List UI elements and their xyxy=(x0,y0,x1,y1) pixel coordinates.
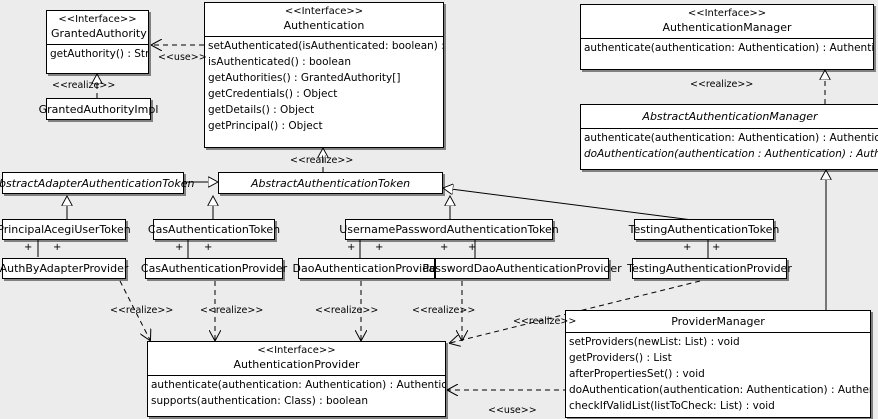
class-operations: getAuthority() : String xyxy=(47,45,148,63)
class-name: CasAuthenticationToken xyxy=(147,223,281,236)
class-box-authentication[interactable]: <<Interface>> Authentication setAuthenti… xyxy=(204,2,444,148)
operation: checkIfValidList(listToCheck: List) : vo… xyxy=(569,400,775,412)
edge-label-realize-dao-provider: <<realize>> xyxy=(315,305,379,316)
class-box-authentication-manager[interactable]: <<Interface>> AuthenticationManager auth… xyxy=(580,4,874,70)
class-stereotype: <<Interface>> xyxy=(687,8,767,19)
class-stereotype: <<Interface>> xyxy=(257,345,336,356)
operation: getPrincipal() : Object xyxy=(208,120,323,132)
edge-label-realize-password-dao-provider: <<realize>> xyxy=(412,305,476,316)
edge-label-realize-granted-authority-impl: <<realize>> xyxy=(52,80,116,91)
class-box-testing-authentication-provider[interactable]: TestingAuthenticationProvider xyxy=(627,258,792,279)
class-box-auth-by-adapter-provider[interactable]: AuthByAdapterProvider xyxy=(0,258,128,279)
class-operations: authenticate(authentication: Authenticat… xyxy=(581,129,878,163)
edge-label-realize-abstract-authentication-manager: <<realize>> xyxy=(690,79,754,90)
association-marker-plus: + xyxy=(375,242,384,253)
operation: setProviders(newList: List) : void xyxy=(569,336,740,348)
class-box-abstract-adapter-authentication-token[interactable]: AbstractAdapterAuthenticationToken xyxy=(0,172,194,194)
class-name: CasAuthenticationProvider xyxy=(140,262,288,275)
class-box-provider-manager[interactable]: ProviderManager setProviders(newList: Li… xyxy=(565,310,871,418)
operation: getProviders() : List xyxy=(569,352,672,364)
class-name: TestingAuthenticationProvider xyxy=(627,262,792,275)
class-box-principal-acegi-user-token[interactable]: PrincipalAcegiUserToken xyxy=(0,219,131,240)
class-name: Authentication xyxy=(283,19,365,32)
operation: isAuthenticated() : boolean xyxy=(208,56,351,68)
association-marker-plus: + xyxy=(347,242,356,253)
operation: getAuthorities() : GrantedAuthority[] xyxy=(208,72,401,84)
operation: setAuthenticated(isAuthenticated: boolea… xyxy=(208,40,443,52)
operation: authenticate(authentication: Authenticat… xyxy=(584,132,878,144)
class-name: AuthByAdapterProvider xyxy=(0,262,129,275)
class-name: TestingAuthenticationToken xyxy=(628,223,780,236)
class-header: <<Interface>> GrantedAuthority xyxy=(47,11,148,45)
operation: getCredentials() : Object xyxy=(208,88,338,100)
class-name: DaoAuthenticationProvider xyxy=(292,262,441,275)
class-operations: setProviders(newList: List) : void getPr… xyxy=(566,333,870,415)
edge-label-realize-auth-by-adapter: <<realize>> xyxy=(110,305,174,316)
class-header: ProviderManager xyxy=(566,311,870,333)
class-operations: setAuthenticated(isAuthenticated: boolea… xyxy=(205,37,443,135)
class-box-testing-authentication-token[interactable]: TestingAuthenticationToken xyxy=(629,219,779,240)
edge-label-use-provider-manager: <<use>> xyxy=(488,405,537,416)
operation: supports(authentication: Class) : boolea… xyxy=(151,395,368,407)
class-box-password-dao-authentication-provider[interactable]: PasswordDaoAuthenticationProvider xyxy=(422,258,622,279)
operation: afterPropertiesSet() : void xyxy=(569,368,705,380)
class-operations: authenticate(authentication: Authenticat… xyxy=(148,376,445,410)
class-name: ProviderManager xyxy=(671,315,765,328)
class-name: AbstractAuthenticationToken xyxy=(250,176,411,190)
class-box-cas-authentication-token[interactable]: CasAuthenticationToken xyxy=(148,219,280,240)
class-stereotype: <<Interface>> xyxy=(58,14,137,25)
class-header: <<Interface>> AuthenticationManager xyxy=(581,5,873,39)
operation: getDetails() : Object xyxy=(208,104,315,116)
association-marker-plus: + xyxy=(175,242,184,253)
association-marker-plus: + xyxy=(24,242,33,253)
operation: doAuthentication(authentication : Authen… xyxy=(584,148,878,160)
operation: doAuthentication(authentication: Authent… xyxy=(569,384,870,396)
class-box-username-password-authentication-token[interactable]: UsernamePasswordAuthenticationToken xyxy=(339,219,559,240)
class-operations: authenticate(authentication: Authenticat… xyxy=(581,39,873,57)
class-header: <<Interface>> Authentication xyxy=(205,3,443,37)
association-marker-plus: + xyxy=(440,242,449,253)
class-box-dao-authentication-provider[interactable]: DaoAuthenticationProvider xyxy=(293,258,441,279)
class-box-granted-authority-impl[interactable]: GrantedAuthorityImpl xyxy=(39,98,158,120)
class-box-granted-authority[interactable]: <<Interface>> GrantedAuthority getAuthor… xyxy=(46,10,149,74)
edge-label-realize-provider-manager: <<realize>> xyxy=(513,316,577,327)
association-marker-plus: + xyxy=(468,242,477,253)
class-box-cas-authentication-provider[interactable]: CasAuthenticationProvider xyxy=(141,258,287,279)
association-marker-plus: + xyxy=(683,242,692,253)
operation: authenticate(authentication: Authenticat… xyxy=(151,379,445,391)
association-marker-plus: + xyxy=(712,242,721,253)
class-box-authentication-provider[interactable]: <<Interface>> AuthenticationProvider aut… xyxy=(147,341,446,417)
class-name: AbstractAdapterAuthenticationToken xyxy=(0,176,195,190)
association-marker-plus: + xyxy=(204,242,213,253)
operation: getAuthority() : String xyxy=(50,48,148,60)
class-box-abstract-authentication-token[interactable]: AbstractAuthenticationToken xyxy=(218,172,443,194)
class-name: GrantedAuthorityImpl xyxy=(38,102,159,116)
association-marker-plus: + xyxy=(53,242,62,253)
class-name: AuthenticationProvider xyxy=(233,358,360,371)
class-name: PrincipalAcegiUserToken xyxy=(0,223,131,236)
operation: authenticate(authentication: Authenticat… xyxy=(584,42,873,54)
class-name: AbstractAuthenticationManager xyxy=(642,110,818,123)
class-name: AuthenticationManager xyxy=(662,21,792,34)
class-box-abstract-authentication-manager[interactable]: AbstractAuthenticationManager authentica… xyxy=(580,104,878,170)
edge-label-realize-abstract-authentication-token: <<realize>> xyxy=(290,155,354,166)
class-name: PasswordDaoAuthenticationProvider xyxy=(422,262,622,275)
edge-label-use-granted-authority: <<use>> xyxy=(158,52,207,63)
class-stereotype: <<Interface>> xyxy=(284,6,364,17)
edge-label-realize-cas-provider: <<realize>> xyxy=(200,305,264,316)
class-header: <<Interface>> AuthenticationProvider xyxy=(148,342,445,376)
class-name: UsernamePasswordAuthenticationToken xyxy=(339,223,559,236)
class-header: AbstractAuthenticationManager xyxy=(581,105,878,129)
class-name: GrantedAuthority xyxy=(51,27,147,40)
